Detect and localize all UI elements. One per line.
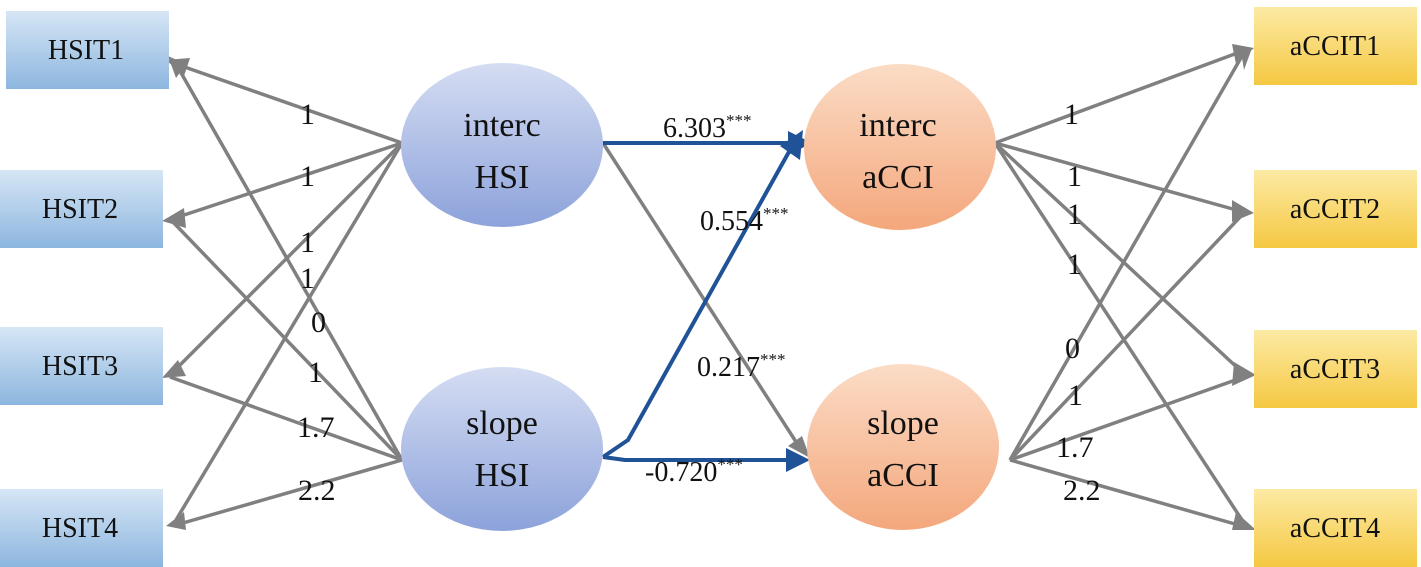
coef-interc-to-interc-value: 6.303 <box>663 113 726 144</box>
node-slope-hsi-line2: HSI <box>475 457 530 494</box>
coef-slope-to-slope-sig: *** <box>717 455 743 474</box>
coef-interc-to-slope-value: 0.217 <box>697 352 760 383</box>
arrowhead-acciit3 <box>1232 362 1256 386</box>
loading-interc-hsit1: 1 <box>300 98 315 131</box>
arrow-slope-hsi-to-hsit1 <box>174 63 404 461</box>
structural-arrows <box>601 141 792 462</box>
loading-interc-hsit2: 1 <box>300 160 315 193</box>
loading-interc-acciit4: 1 <box>1067 248 1082 281</box>
hsi-loading-labels: 1 1 1 1 0 1 1.7 2.2 <box>297 98 336 507</box>
arrow-interc-hsi-to-slope-acci <box>601 142 802 449</box>
node-interc-acci-line2: aCCI <box>862 159 934 196</box>
node-interc-acci <box>804 64 996 230</box>
node-slope-acci <box>807 364 999 530</box>
label-acciit4: aCCIT4 <box>1290 513 1380 544</box>
arrow-slope-hsi-to-interc-acci <box>601 149 792 459</box>
arrow-slope-acci-to-acciit3 <box>1009 375 1245 462</box>
arrow-slope-hsi-to-hsit2 <box>170 219 404 462</box>
node-slope-hsi-line1: slope <box>466 405 538 442</box>
arrowhead-hsit1-b <box>168 56 186 78</box>
node-interc-hsi <box>401 63 603 227</box>
loading-slope-hsit2: 1 <box>308 356 323 389</box>
hsi-arrowheads <box>162 56 190 530</box>
label-acciit2: aCCIT2 <box>1290 194 1380 225</box>
hsi-item-boxes: HSIT1 HSIT2 HSIT3 HSIT4 <box>0 11 169 567</box>
node-interc-hsi-line1: interc <box>463 107 540 144</box>
arrow-interc-acci-to-acciit3 <box>993 141 1244 374</box>
loading-slope-acciit4: 2.2 <box>1063 474 1101 507</box>
loading-slope-acciit1: 0 <box>1065 332 1080 365</box>
arrow-interc-acci-to-acciit2 <box>994 141 1241 213</box>
structural-arrowheads <box>780 130 812 472</box>
path-coefficients: 6.303*** 0.554*** 0.217*** -0.720*** <box>645 111 789 488</box>
arrow-interc-acci-to-acciit1 <box>994 50 1241 145</box>
loading-slope-hsit4: 2.2 <box>298 474 336 507</box>
box-acciit2 <box>1254 170 1417 248</box>
node-interc-hsi-line2: HSI <box>475 159 530 196</box>
box-acciit1 <box>1254 7 1417 85</box>
arrow-interc-acci-to-acciit4 <box>993 142 1244 521</box>
arrowhead-hsit2 <box>162 208 186 228</box>
coef-interc-to-interc: 6.303*** <box>663 111 752 144</box>
coef-slope-to-interc-sig: *** <box>763 204 789 223</box>
coef-slope-to-slope-value: -0.720 <box>645 457 717 488</box>
arrowhead-slope-acci-horizontal <box>786 448 810 472</box>
arrowhead-acciit2 <box>1232 200 1254 222</box>
arrowhead-acciit4 <box>1232 512 1256 530</box>
loading-slope-hsit3: 1.7 <box>297 411 335 444</box>
acci-item-boxes: aCCIT1 aCCIT2 aCCIT3 aCCIT4 <box>1254 7 1417 567</box>
box-acciit4 <box>1254 489 1417 567</box>
loading-interc-acciit2: 1 <box>1067 160 1082 193</box>
acci-loading-arrows <box>993 50 1245 528</box>
coef-interc-to-slope: 0.217*** <box>697 350 786 383</box>
coef-interc-to-interc-sig: *** <box>726 111 752 130</box>
acci-loading-labels: 1 1 1 1 0 1 1.7 2.2 <box>1056 98 1101 507</box>
arrow-interc-hsi-to-hsit2 <box>171 141 403 221</box>
coef-interc-to-slope-sig: *** <box>760 350 786 369</box>
loading-interc-hsit4: 1 <box>300 262 315 295</box>
acci-arrowheads <box>1232 44 1256 530</box>
arrow-slope-acci-to-acciit4 <box>1009 458 1243 528</box>
node-slope-hsi <box>401 367 603 531</box>
coef-slope-to-slope: -0.720*** <box>645 455 743 488</box>
label-hsit3: HSIT3 <box>42 351 118 382</box>
loading-slope-acciit2: 1 <box>1068 379 1083 412</box>
loading-interc-hsit3: 1 <box>300 226 315 259</box>
loading-slope-acciit3: 1.7 <box>1056 431 1094 464</box>
box-hsit1 <box>6 11 169 89</box>
node-slope-acci-line2: aCCI <box>867 457 939 494</box>
arrowhead-acciit1-b <box>1240 46 1252 70</box>
node-interc-acci-line1: interc <box>859 107 936 144</box>
label-hsit1: HSIT1 <box>48 35 124 66</box>
arrow-slope-hsi-to-slope-acci <box>602 455 792 462</box>
label-hsit4: HSIT4 <box>42 513 118 544</box>
arrow-slope-hsi-to-hsit4 <box>175 458 403 527</box>
arrow-slope-acci-to-acciit1 <box>1008 55 1244 461</box>
arrow-interc-hsi-to-hsit1 <box>175 62 403 145</box>
arrow-slope-hsi-to-hsit3 <box>169 375 403 462</box>
label-acciit3: aCCIT3 <box>1290 354 1380 385</box>
node-slope-acci-line1: slope <box>867 405 939 442</box>
label-acciit1: aCCIT1 <box>1290 31 1380 62</box>
box-hsit3 <box>0 327 163 405</box>
label-hsit2: HSIT2 <box>42 194 118 225</box>
latent-factors: interc HSI slope HSI interc aCCI slope a… <box>401 63 999 531</box>
box-acciit3 <box>1254 330 1417 408</box>
loading-slope-hsit1: 0 <box>311 306 326 339</box>
hsi-loading-arrows <box>168 62 404 527</box>
arrow-interc-hsi-to-hsit4 <box>174 142 404 521</box>
loading-interc-acciit3: 1 <box>1067 198 1082 231</box>
arrowhead-slope-acci-gray <box>788 436 810 458</box>
box-hsit4 <box>0 489 163 567</box>
arrowhead-hsit3 <box>162 360 186 378</box>
coef-slope-to-interc-value: 0.554 <box>700 206 763 237</box>
arrowhead-interc-acci-diagonal <box>780 130 803 160</box>
loading-interc-acciit1: 1 <box>1064 98 1079 131</box>
arrow-slope-acci-to-acciit2 <box>1008 213 1244 462</box>
arrowhead-hsit4 <box>166 512 186 530</box>
box-hsit2 <box>0 170 163 248</box>
coef-slope-to-interc: 0.554*** <box>700 204 789 237</box>
